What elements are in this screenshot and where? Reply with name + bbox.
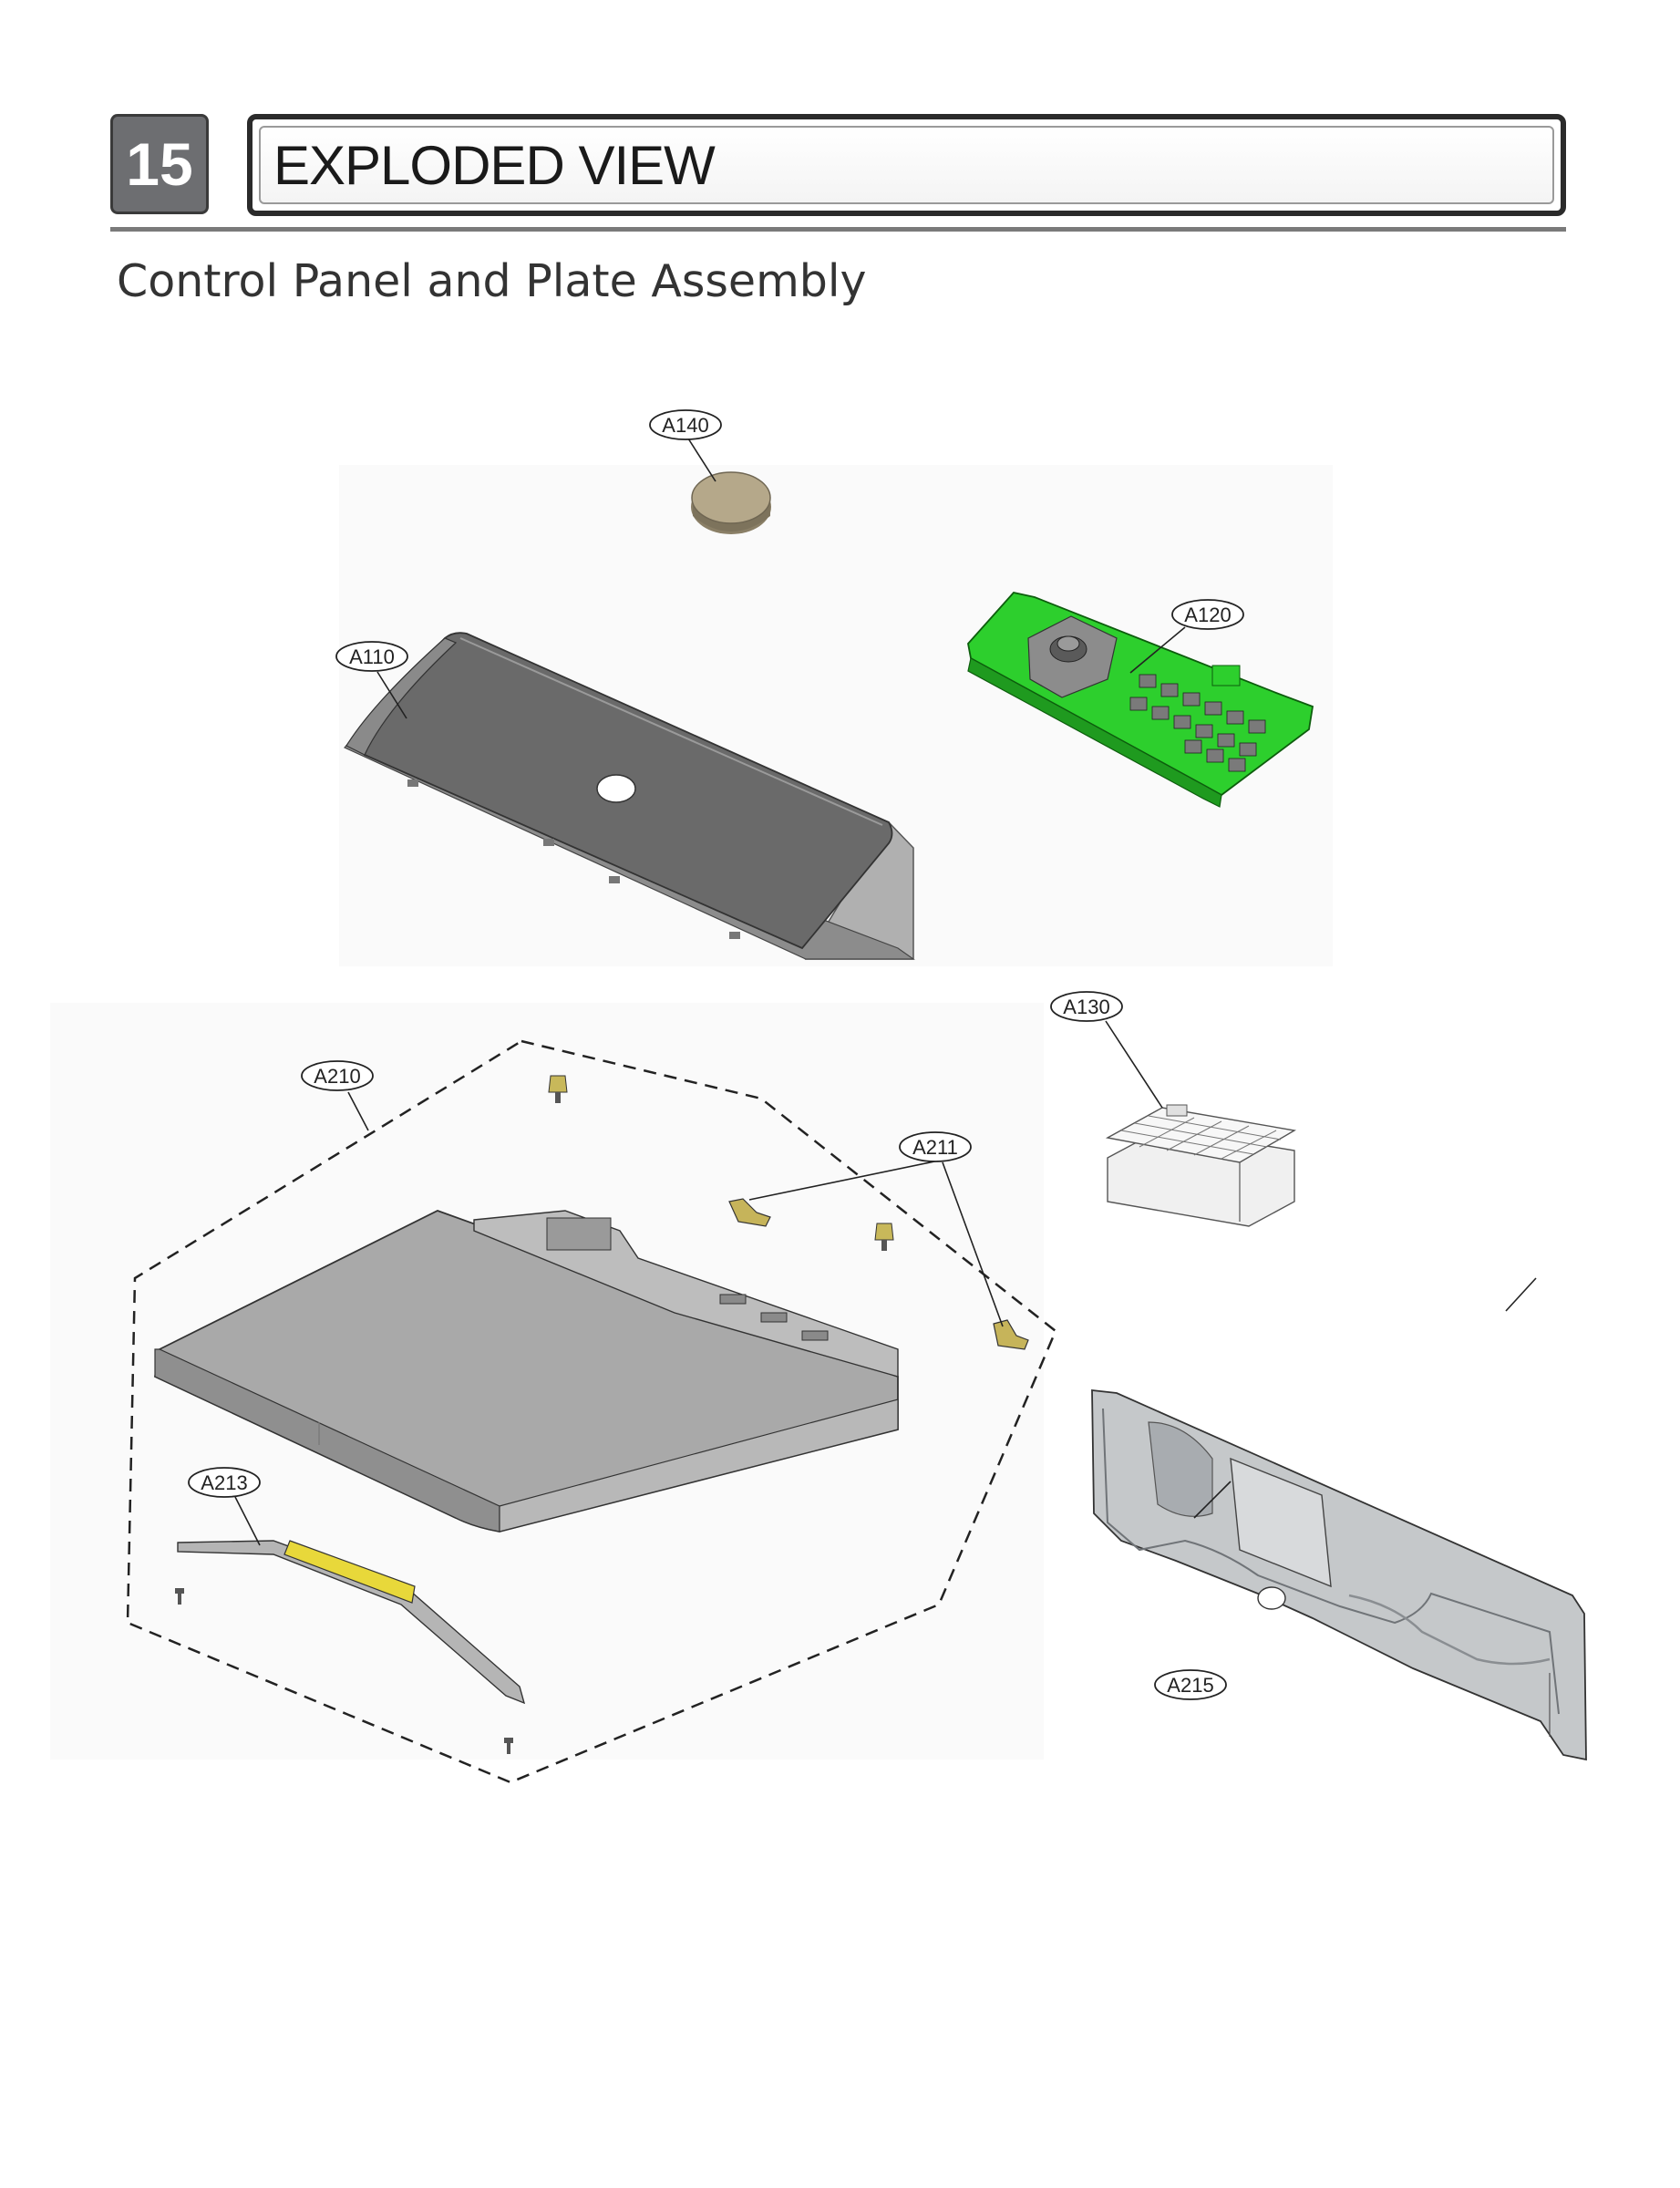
callout-a140: A140 — [649, 409, 722, 440]
callout-label-a110: A110 — [349, 645, 395, 668]
control-panel-part-a110 — [344, 632, 915, 960]
callout-label-a215: A215 — [1167, 1674, 1213, 1697]
callout-a215: A215 — [1154, 1669, 1227, 1700]
rail-part-a213 — [177, 1540, 526, 1705]
callout-a120: A120 — [1171, 599, 1244, 630]
module-part-a130 — [1105, 1104, 1297, 1227]
pcb-part-a120 — [967, 592, 1314, 808]
callout-a210: A210 — [301, 1060, 374, 1091]
bracket-part-a211-1 — [728, 1198, 771, 1227]
section-number-badge: 15 — [110, 114, 209, 214]
page-title-box: EXPLODED VIEW — [247, 114, 1566, 216]
callout-a130: A130 — [1050, 991, 1123, 1022]
section-subtitle: Control Panel and Plate Assembly — [117, 255, 867, 307]
bolt-a210-2 — [874, 1223, 894, 1251]
callout-a110: A110 — [335, 641, 408, 672]
bracket-part-a211-2 — [993, 1319, 1029, 1350]
knob-part-a140 — [691, 471, 771, 534]
plate-part-a210 — [154, 1210, 899, 1533]
callout-label-a213: A213 — [201, 1471, 247, 1494]
screw-a213-2 — [504, 1738, 513, 1754]
rear-panel-part-a215 — [1091, 1388, 1587, 1761]
callout-label-a140: A140 — [662, 414, 708, 437]
callout-a213: A213 — [188, 1467, 261, 1498]
assembly-boundary-a210 — [126, 1039, 1057, 1784]
page-title: EXPLODED VIEW — [259, 126, 1554, 204]
callout-label-a120: A120 — [1184, 604, 1231, 626]
callout-label-a130: A130 — [1063, 996, 1109, 1018]
callout-label-a210: A210 — [314, 1065, 360, 1088]
callout-label-a211: A211 — [912, 1136, 958, 1159]
title-divider — [110, 227, 1566, 232]
bolt-a210-1 — [548, 1075, 568, 1103]
callout-a211: A211 — [899, 1131, 972, 1162]
screw-a213-1 — [175, 1588, 184, 1605]
leader-lines — [234, 438, 1537, 1546]
